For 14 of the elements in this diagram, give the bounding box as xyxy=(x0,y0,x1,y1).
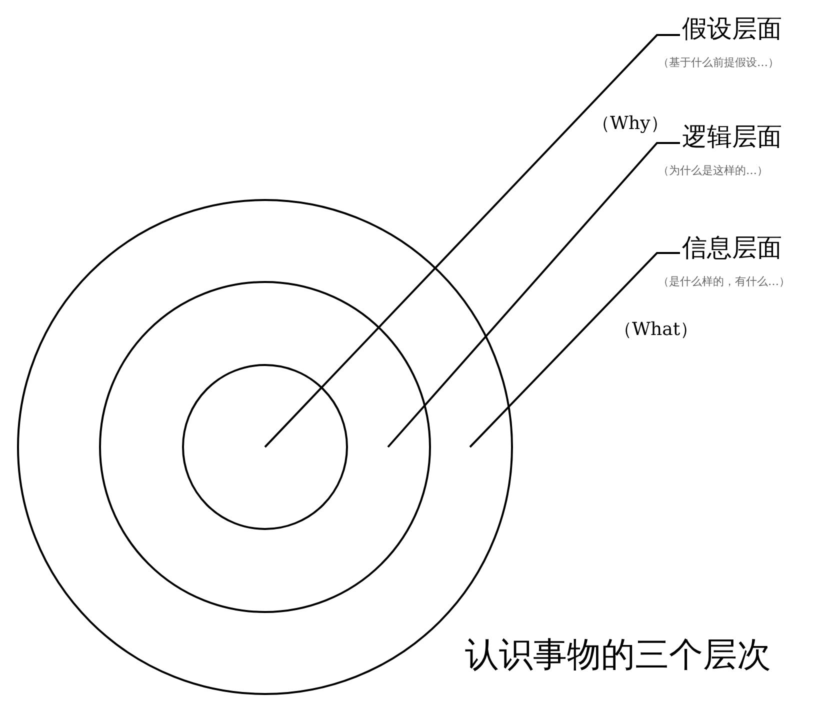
leader-line xyxy=(469,252,680,448)
layer-description: （基于什么前提假设…） xyxy=(658,55,779,70)
layer-heading: 信息层面 xyxy=(682,232,782,264)
layer-description: （是什么样的，有什么…） xyxy=(658,274,790,289)
circle-ring xyxy=(99,281,431,613)
layer-heading: 假设层面 xyxy=(682,13,782,45)
title: 认识事物的三个层次 xyxy=(465,634,771,677)
leader-line xyxy=(264,34,680,448)
note-label: （Why） xyxy=(592,112,668,135)
leader-line xyxy=(387,142,680,448)
note-label: （What） xyxy=(614,318,698,341)
layer-description: （为什么是这样的…） xyxy=(658,163,768,178)
circle-ring xyxy=(182,364,348,530)
layer-heading: 逻辑层面 xyxy=(682,121,782,153)
